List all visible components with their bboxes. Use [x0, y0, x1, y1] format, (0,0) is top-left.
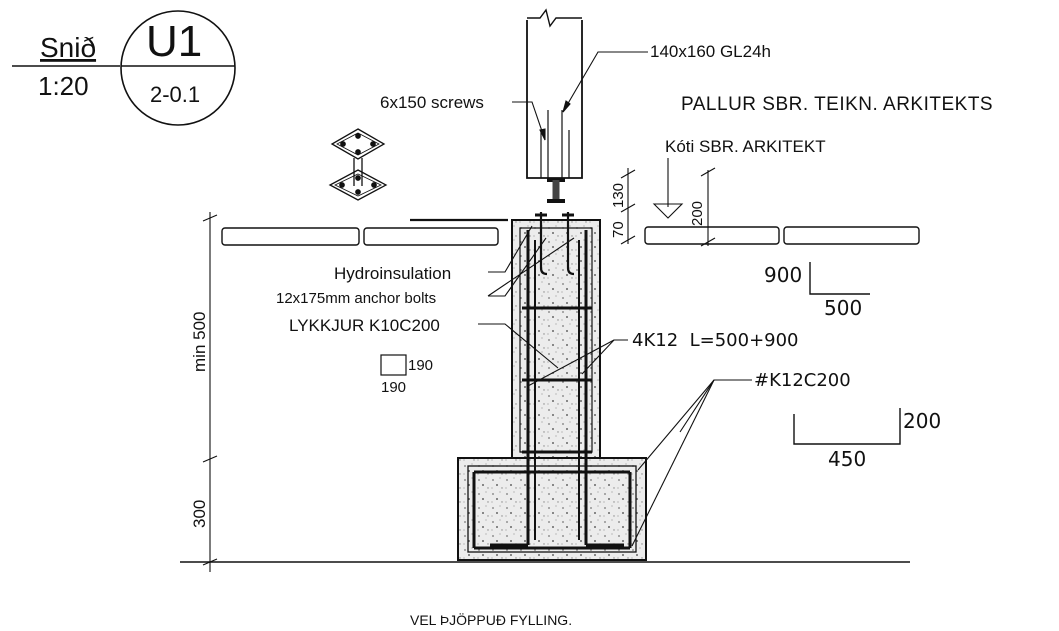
post-base-connector — [547, 178, 565, 203]
bar-shape-u — [793, 408, 901, 445]
section-label: Snið — [40, 32, 96, 63]
detail-id: U1 — [146, 17, 202, 66]
bar-dim-450: 450 — [828, 447, 866, 471]
post-label: 140x160 GL24h — [650, 42, 771, 61]
dim-70: 70 — [610, 221, 627, 238]
fill-note: VEL ÞJÖPPUÐ FYLLING. — [410, 611, 572, 628]
sheet-ref: 2-0.1 — [150, 82, 200, 107]
level-label: Kóti SBR. ARKITEKT — [665, 137, 826, 156]
deck-boards — [221, 218, 920, 246]
concrete-footing — [457, 457, 647, 561]
screws-label: 6x150 screws — [380, 93, 484, 112]
deck-label: PALLUR SBR. TEIKN. ARKITEKTS — [681, 94, 993, 115]
vertical-bars-label: 4K12 L=500+900 — [632, 330, 799, 351]
dim-300: 300 — [190, 500, 209, 528]
col-side-a: 190 — [408, 357, 433, 374]
bar-dim-500: 500 — [824, 296, 862, 320]
leader-lines — [478, 51, 752, 547]
dim-min-500: min 500 — [190, 312, 209, 372]
anchor-bolts — [535, 212, 575, 276]
scale-label: 1:20 — [38, 71, 89, 101]
col-side-b: 190 — [381, 379, 406, 396]
post-base-bracket-icon — [328, 128, 388, 201]
hydroinsulation-label: Hydroinsulation — [334, 264, 451, 283]
column-section-square — [380, 354, 407, 376]
dim-200-level: 200 — [689, 201, 706, 226]
reinforcement — [472, 230, 632, 550]
bar-dim-900: 900 — [764, 263, 802, 287]
detail-circle — [120, 10, 236, 126]
title-block: Snið 1:20 U1 2-0.1 — [12, 10, 236, 126]
bar-dim-200: 200 — [903, 409, 941, 433]
dim-130: 130 — [610, 183, 627, 208]
mesh-label: #K12C200 — [754, 370, 851, 391]
level-dimension — [620, 167, 716, 247]
anchor-bolts-label: 12x175mm anchor bolts — [276, 290, 436, 307]
bar-shape-l — [809, 262, 870, 295]
stirrups-label: LYKKJUR K10C200 — [289, 316, 440, 335]
dimension-chain-left — [202, 212, 218, 572]
